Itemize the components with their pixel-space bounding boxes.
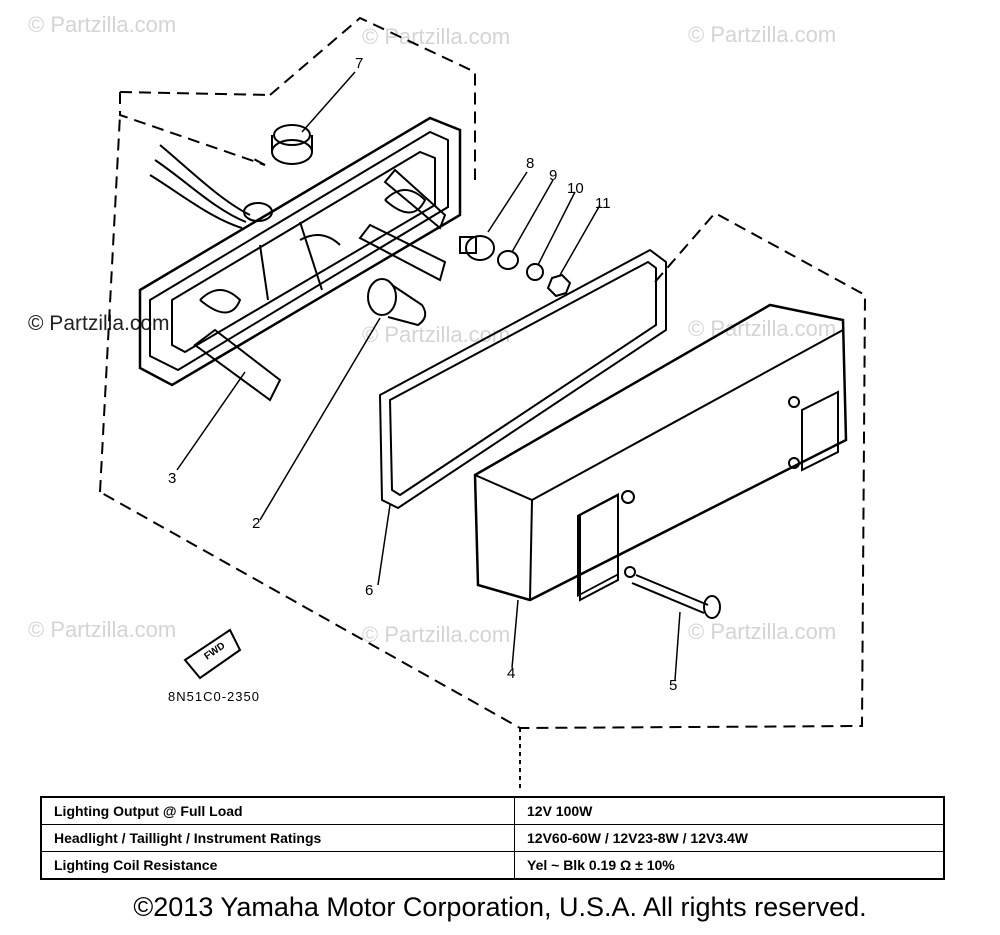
- callout-10: 10: [567, 180, 584, 197]
- spec-label: Headlight / Taillight / Instrument Ratin…: [40, 824, 515, 852]
- table-row: Headlight / Taillight / Instrument Ratin…: [40, 824, 945, 852]
- lens: [473, 303, 848, 602]
- watermark: © Partzilla.com: [362, 322, 511, 347]
- table-row: Lighting Coil Resistance Yel ~ Blk 0.19 …: [40, 851, 945, 880]
- watermark: © Partzilla.com: [362, 622, 511, 647]
- callout-3: 3: [168, 470, 176, 487]
- watermark: © Partzilla.com: [28, 312, 170, 335]
- watermark: © Partzilla.com: [362, 24, 511, 49]
- callout-8: 8: [526, 155, 534, 172]
- leader-lines: [176, 71, 681, 681]
- spec-value: 12V60-60W / 12V23-8W / 12V3.4W: [514, 824, 945, 852]
- spec-value: 12V 100W: [514, 796, 945, 825]
- callout-6: 6: [365, 582, 373, 599]
- callout-9: 9: [549, 167, 557, 184]
- lamp-housing: [138, 116, 462, 402]
- callout-5: 5: [669, 677, 677, 694]
- watermark: © Partzilla.com: [28, 617, 177, 642]
- spec-value: Yel ~ Blk 0.19 Ω ± 10%: [514, 851, 945, 880]
- callout-4: 4: [507, 665, 515, 682]
- watermark: © Partzilla.com: [688, 22, 837, 47]
- watermark: © Partzilla.com: [688, 619, 837, 644]
- spec-table: Lighting Output @ Full Load 12V 100W Hea…: [40, 796, 945, 880]
- part-code: 8N51C0-2350: [168, 689, 260, 704]
- screw: [631, 574, 721, 619]
- bulb: [367, 278, 427, 327]
- callout-11: 11: [595, 195, 611, 212]
- gasket: [378, 248, 667, 510]
- callout-2: 2: [252, 515, 260, 532]
- grommet: [271, 124, 313, 165]
- callout-7: 7: [355, 55, 363, 72]
- forward-arrow-label: FWD: [202, 640, 227, 662]
- assembly-boundary: [99, 16, 867, 790]
- taillight-exploded-diagram: 7 8 9 10 11 3 2 6 4 5 FWD: [99, 16, 867, 790]
- forward-arrow-icon: [183, 628, 242, 680]
- wire-leads: [149, 144, 273, 229]
- spec-label: Lighting Output @ Full Load: [40, 796, 515, 825]
- table-row: Lighting Output @ Full Load 12V 100W: [40, 796, 945, 825]
- copyright-notice: ©2013 Yamaha Motor Corporation, U.S.A. A…: [133, 892, 867, 922]
- spec-label: Lighting Coil Resistance: [40, 851, 515, 880]
- bolt-hardware: [459, 235, 572, 298]
- watermark: © Partzilla.com: [28, 12, 177, 37]
